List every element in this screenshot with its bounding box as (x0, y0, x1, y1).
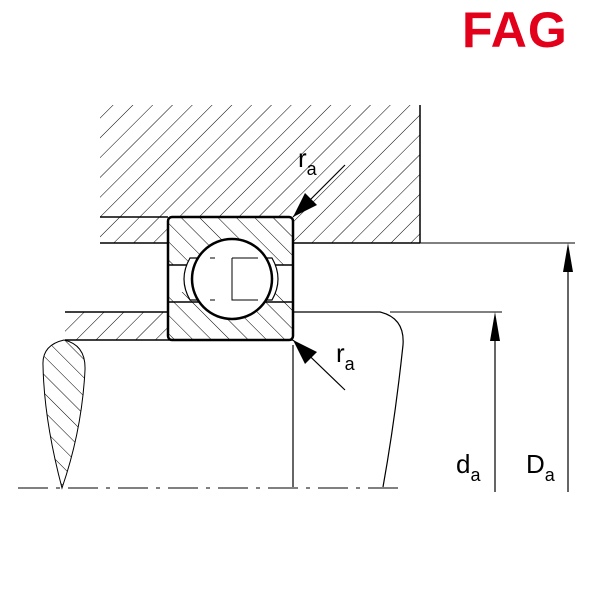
label-ra-bottom: ra (336, 338, 356, 374)
arrow-icon (293, 340, 317, 364)
bearing (166, 215, 295, 342)
shaft (42, 311, 404, 490)
label-ra-top: ra (298, 143, 318, 179)
fag-logo: FAG (462, 2, 568, 58)
label-Da: Da (526, 449, 556, 485)
arrow-up-icon (563, 243, 573, 272)
dimension-lines (292, 164, 575, 492)
label-da: da (456, 449, 481, 485)
arrow-up-icon (490, 312, 500, 341)
arrow-icon (293, 193, 317, 217)
